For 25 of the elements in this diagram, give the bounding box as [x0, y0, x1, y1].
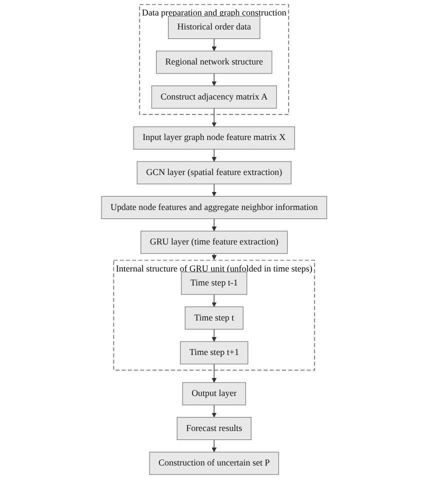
node-box: GCN layer (spatial feature extraction): [136, 161, 292, 184]
arrow: [212, 364, 216, 383]
node-box: Output layer: [182, 382, 246, 406]
arrow: [212, 38, 216, 52]
node-box: Input layer graph node feature matrix X: [133, 126, 295, 150]
arrow: [212, 328, 216, 342]
arrow: [212, 108, 216, 127]
arrow: [212, 184, 216, 197]
node-box: Forecast results: [176, 417, 252, 440]
arrow: [212, 294, 216, 308]
node-box: Construction of uncertain set P: [149, 452, 279, 475]
node-box: Time step t+1: [180, 341, 248, 364]
arrow: [212, 73, 216, 86]
arrow: [212, 148, 216, 162]
node-box: Update node features and aggregate neighbor information: [101, 196, 327, 220]
node-box: Construct adjacency matrix A: [151, 86, 277, 109]
node-box: Time step t-1: [180, 272, 248, 295]
arrow: [212, 253, 216, 260]
node-box: Regional network structure: [156, 50, 272, 74]
node-box: Time step t: [184, 306, 244, 330]
node-box: Historical order data: [168, 16, 260, 39]
arrow: [212, 439, 216, 452]
node-box: GRU layer (time feature extraction): [140, 230, 288, 254]
arrow: [212, 218, 216, 232]
arrow: [212, 404, 216, 418]
